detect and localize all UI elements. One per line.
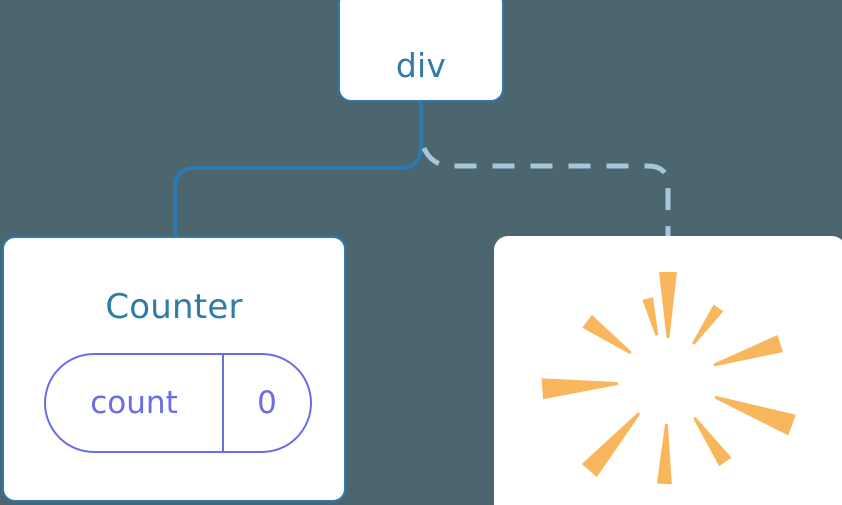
sparkle-ray-8 — [541, 378, 619, 400]
sparkle-ray-4 — [714, 395, 796, 436]
sparkle-ray-7 — [581, 412, 641, 478]
sparkle-ray-10 — [642, 297, 659, 336]
sparkle-ray-group — [541, 272, 796, 485]
sparkle-ray-1 — [659, 272, 677, 338]
edge-div-to-counter — [173, 98, 423, 240]
state-value: 0 — [222, 355, 310, 451]
sparkle-burst-icon — [541, 272, 796, 485]
sparkle-ray-5 — [693, 416, 732, 467]
sparkle-ray-3 — [713, 334, 784, 367]
edge-div-to-sparkle — [421, 146, 671, 236]
state-pill-count[interactable]: count 0 — [44, 353, 312, 453]
sparkle-ray-2 — [692, 304, 724, 345]
node-counter[interactable]: Counter count 0 — [2, 236, 346, 502]
node-counter-label: Counter — [105, 287, 243, 327]
sparkle-ray-6 — [656, 423, 672, 485]
node-sparkle-highlight[interactable] — [494, 236, 842, 505]
sparkle-ray-9 — [582, 314, 632, 355]
node-div-label: div — [395, 46, 447, 85]
state-key: count — [90, 384, 178, 421]
node-div[interactable]: div — [338, 0, 504, 102]
